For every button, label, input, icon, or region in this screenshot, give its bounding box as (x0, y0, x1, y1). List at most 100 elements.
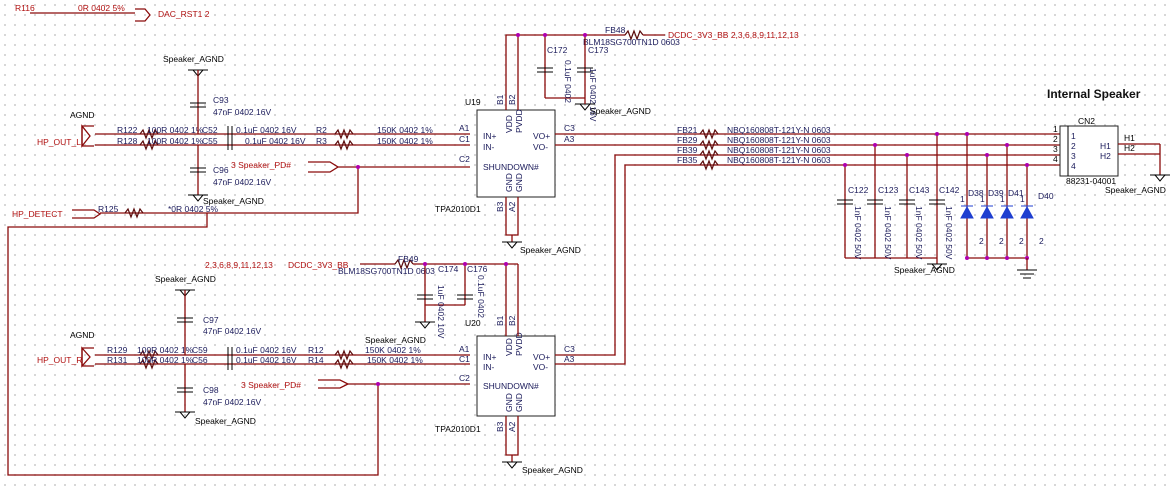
r2-value: 150K 0402 1% (377, 125, 433, 135)
c143-value: 1nF 0402 50V (914, 206, 924, 260)
hp-detect-port: HP_DETECT (12, 209, 63, 219)
fb21-value: NBQ160808T-121Y-N 0603 (727, 125, 831, 135)
r12-ref: R12 (308, 345, 324, 355)
cn2-pin4: 4 (1071, 161, 1076, 171)
u19-body (476, 109, 556, 198)
dcdc-upper-label: DCDC_3V3_BB 2,3,6,8,9,11,12,13 (668, 30, 799, 40)
u20-vo-plus: VO+ (533, 352, 550, 362)
r129-ref: R129 (107, 345, 128, 355)
d41-pin2: 2 (1019, 236, 1024, 246)
u20-pin-b3: B3 (495, 421, 505, 432)
u19-gnd-label: Speaker_AGND (520, 245, 581, 255)
u20-part: TPA2010D1 (435, 424, 481, 434)
c174-ref: C174 (438, 264, 459, 274)
c55-value: 0.1uF 0402 16V (245, 136, 306, 146)
c122-ref: C122 (848, 185, 869, 195)
d38-pin1: 1 (960, 194, 965, 204)
u19-gnd: GND (504, 173, 514, 192)
c56-ref: C56 (192, 355, 208, 365)
cn2-part: 88231-04001 (1066, 176, 1116, 186)
spk-pd-label-lower: 3 Speaker_PD# (241, 380, 301, 390)
r128-value: 100R 0402 1% (147, 136, 204, 146)
fb48-ref: FB48 (605, 25, 626, 35)
cn2-h1: H1 (1100, 141, 1111, 151)
u19-part: TPA2010D1 (435, 204, 481, 214)
fb39-ref: FB39 (677, 145, 698, 155)
hp-out-r-port: HP_OUT_R (37, 355, 82, 365)
cn2-pin1: 1 (1071, 131, 1076, 141)
d38-ref: D38 (968, 188, 984, 198)
r3-value: 150K 0402 1% (377, 136, 433, 146)
fb48-value: BLM18SG700TN1D 0603 (583, 37, 680, 47)
d39-pin1: 1 (980, 194, 985, 204)
u19-vo-minus: VO- (533, 142, 548, 152)
u20-pgnd: GND (514, 393, 524, 412)
u19-shutdown: SHUNDOWN# (483, 162, 539, 172)
cn2-pin3-ext: 3 (1053, 144, 1058, 154)
u20-pin-c3: C3 (564, 344, 575, 354)
c97-ref: C97 (203, 315, 219, 325)
u19-pin-c3: C3 (564, 123, 575, 133)
fb35-value: NBQ160808T-121Y-N 0603 (727, 155, 831, 165)
u20-pin-b2: B2 (507, 315, 517, 326)
u20-pvdd: PVDD (514, 332, 524, 356)
c98-ref: C98 (203, 385, 219, 395)
d38-pin2: 2 (979, 236, 984, 246)
d40-pin2: 2 (1039, 236, 1044, 246)
c93-gnd-label: Speaker_AGND (163, 54, 224, 64)
c142-ref: C142 (939, 185, 960, 195)
u20-pin-a1: A1 (459, 344, 470, 354)
c176-ref: C176 (467, 264, 488, 274)
c52-ref: C52 (202, 125, 218, 135)
c176-value: 0.1uF 0402 (476, 275, 486, 318)
c97-gnd-label: Speaker_AGND (155, 274, 216, 284)
r14-ref: R14 (308, 355, 324, 365)
u19-pin-b3: B3 (495, 201, 505, 212)
r131-ref: R131 (107, 355, 128, 365)
c93-value: 47nF 0402 16V (213, 107, 271, 117)
output-filter: FB21 FB29 FB39 FB35 NBQ160808T-121Y-N 06… (677, 87, 1170, 279)
c123-ref: C123 (878, 185, 899, 195)
c59-value: 0.1uF 0402 16V (236, 345, 297, 355)
h1-label: H1 (1124, 133, 1135, 143)
u20-ref: U20 (465, 318, 481, 328)
cn2-ref: CN2 (1078, 116, 1095, 126)
u20-gnd: GND (504, 393, 514, 412)
lower-amplifier: AGND HP_OUT_R R129 R131 100R 0402 1% 100… (37, 154, 1060, 475)
u19-pin-a2: A2 (507, 201, 517, 212)
c55-ref: C55 (202, 136, 218, 146)
u20-body (476, 335, 556, 417)
u20-pin-c2: C2 (459, 373, 470, 383)
c172-ref: C172 (547, 45, 568, 55)
d41-pin1: 1 (1000, 194, 1005, 204)
d39-ref: D39 (988, 188, 1004, 198)
cn2-gnd-label: Speaker_AGND (1105, 185, 1166, 195)
u19-pin-a3: A3 (564, 134, 575, 144)
r128-ref: R128 (117, 136, 138, 146)
c98-value: 47nF 0402 16V (203, 397, 261, 407)
u20-in-plus: IN+ (483, 352, 497, 362)
fb49-ref: FB49 (398, 254, 419, 264)
c173-ref: C173 (588, 45, 609, 55)
c122-value: 1nF 0402 50V (853, 206, 863, 260)
u20-pin-a3: A3 (564, 354, 575, 364)
cn2-pin1-ext: 1 (1053, 124, 1058, 134)
u19-vdd: VDD (504, 115, 514, 133)
u19-pin-b1: B1 (495, 94, 505, 105)
d40-pin1: 1 (1020, 194, 1025, 204)
upper-amplifier: AGND HP_OUT_L R122 R128 100R 0402 1% 100… (7, 25, 1060, 476)
u19-pin-c2: C2 (459, 154, 470, 164)
fb21-ref: FB21 (677, 125, 698, 135)
agnd-label-upper: AGND (70, 110, 95, 120)
c173-value: 1uF 0402 16V (588, 68, 598, 122)
fb29-value: NBQ160808T-121Y-N 0603 (727, 135, 831, 145)
u20-pin-a2: A2 (507, 421, 517, 432)
cn2-pin3: 3 (1071, 151, 1076, 161)
c96-value: 47nF 0402 16V (213, 177, 271, 187)
cn2-pin4-ext: 4 (1053, 154, 1058, 164)
h2-label: H2 (1124, 143, 1135, 153)
c93-ref: C93 (213, 95, 229, 105)
cn2-pin2-ext: 2 (1053, 134, 1058, 144)
